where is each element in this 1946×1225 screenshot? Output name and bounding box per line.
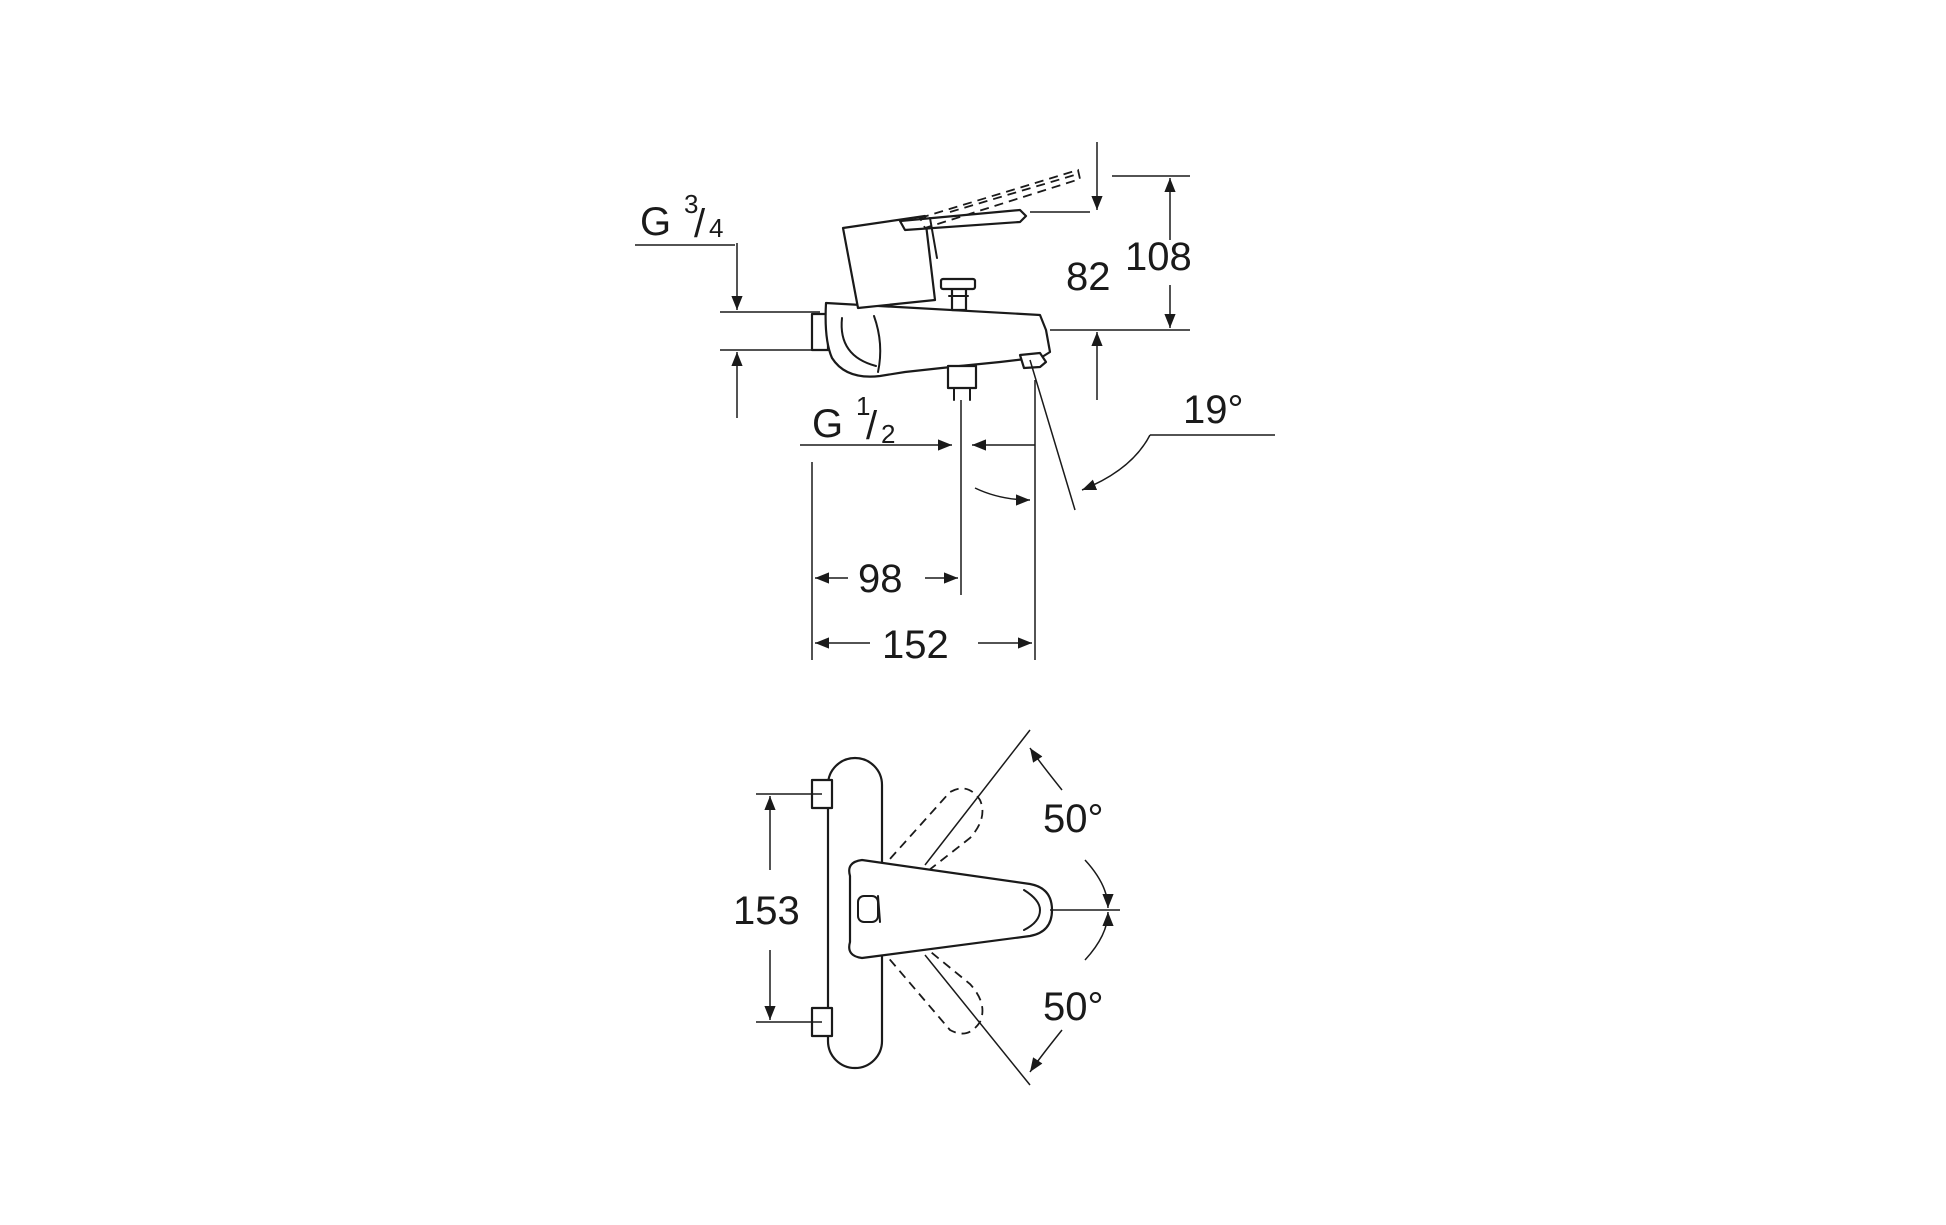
spout-reach-dimension: 98	[815, 557, 958, 601]
centers-dimension: 153	[733, 793, 822, 1023]
total-depth-dimension: 152	[815, 623, 1032, 667]
total-height-label: 108	[1125, 235, 1192, 279]
total-depth-label: 152	[882, 623, 949, 667]
spout-reach-label: 98	[858, 557, 903, 601]
swivel-down-label: 50°	[1043, 985, 1104, 1029]
mixer-body	[810, 168, 1082, 401]
centers-label: 153	[733, 889, 800, 933]
swivel-up-label: 50°	[1043, 797, 1104, 841]
outlet-label-prefix: G	[812, 402, 843, 446]
svg-text:/: /	[866, 404, 878, 448]
lever-position-up	[878, 787, 984, 887]
outlet-label-denominator: 2	[881, 419, 895, 449]
spout-angle-label: 19°	[1183, 388, 1244, 432]
outlet-thread-dimension: G 1 / 2	[800, 391, 1035, 451]
inlet-thread-dimension: G 3 / 4	[635, 189, 820, 418]
lever-height-label: 82	[1066, 255, 1111, 299]
top-view: 153 50° 50°	[733, 729, 1120, 1086]
spout-angle-dimension: 19°	[1029, 359, 1275, 511]
svg-text:/: /	[694, 202, 706, 246]
side-view: G 3 / 4	[635, 142, 1275, 667]
outlet-label-numerator: 1	[856, 391, 870, 421]
height-dimensions: 82 108	[1030, 142, 1192, 400]
swivel-angle-dimensions: 50° 50°	[924, 729, 1120, 1086]
inlet-label-prefix: G	[640, 200, 671, 244]
depth-extension-lines	[811, 380, 1036, 660]
inlet-label-numerator: 3	[684, 189, 698, 219]
inlet-label-denominator: 4	[709, 213, 723, 243]
